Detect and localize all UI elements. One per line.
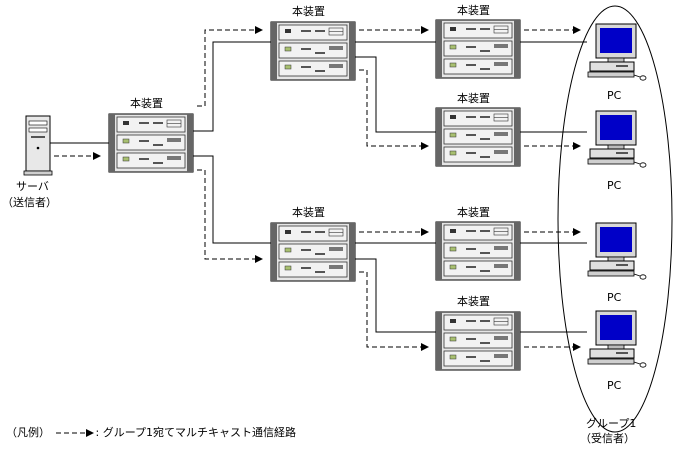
server-role-label: （送信者） [2, 196, 57, 209]
network-device-1 [108, 113, 194, 173]
device-6-label: 本装置 [457, 206, 490, 219]
network-device-5 [435, 107, 521, 167]
network-device-3 [270, 222, 356, 282]
device-2-label: 本装置 [292, 5, 325, 18]
pc-4-icon [587, 310, 647, 368]
pc-1-label: PC [607, 89, 622, 102]
network-device-7 [435, 311, 521, 371]
legend-text: : グループ1宛てマルチキャスト通信経路 [95, 426, 297, 439]
pc-3-icon [587, 222, 647, 280]
pc-2-icon [587, 110, 647, 168]
legend-dashed-arrow-icon [55, 429, 94, 437]
legend-prefix: （凡例） [6, 426, 50, 439]
server-icon [23, 115, 53, 176]
multicast-paths [54, 26, 581, 351]
network-device-6 [435, 221, 521, 281]
pc-4-label: PC [607, 379, 622, 392]
device-5-label: 本装置 [457, 92, 490, 105]
device-3-label: 本装置 [292, 206, 325, 219]
group-role-label: （受信者） [580, 432, 635, 445]
device-4-label: 本装置 [457, 4, 490, 17]
legend: （凡例） : グループ1宛てマルチキャスト通信経路 [6, 426, 296, 440]
network-device-2 [270, 21, 356, 81]
pc-3-label: PC [607, 291, 622, 304]
server-label: サーバ [16, 180, 49, 193]
pc-2-label: PC [607, 179, 622, 192]
solid-links [50, 41, 587, 333]
device-7-label: 本装置 [457, 295, 490, 308]
network-device-4 [435, 19, 521, 79]
pc-1-icon [587, 23, 647, 81]
device-1-label: 本装置 [130, 97, 163, 110]
group-label: グループ1 [586, 417, 637, 430]
group-ellipse [557, 5, 673, 433]
